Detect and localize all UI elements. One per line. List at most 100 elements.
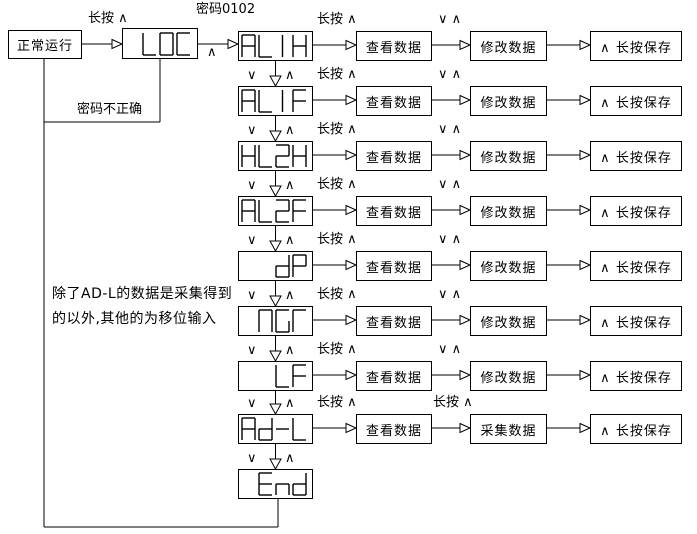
arrowhead-right-icon bbox=[227, 38, 240, 50]
arrow-label-keys: ∨ ∧ bbox=[438, 287, 462, 302]
view-data-box: 查看数据 bbox=[356, 86, 432, 116]
modify-data-box: 修改数据 bbox=[470, 141, 547, 171]
down-key-label: ∨ bbox=[247, 233, 257, 248]
password-label: 密码0102 bbox=[196, 2, 256, 17]
modify-data-box: 修改数据 bbox=[470, 251, 547, 281]
seven-segment-text bbox=[240, 89, 306, 113]
arrow-label-long-press: 长按 ∧ bbox=[317, 232, 357, 247]
seven-segment-text bbox=[257, 309, 306, 333]
arrowhead-right-icon bbox=[345, 204, 358, 216]
note-line-2: 的以外,其他的为移位输入 bbox=[52, 311, 217, 327]
view-data-box: 查看数据 bbox=[356, 414, 432, 444]
collect-data-box: 采集数据 bbox=[470, 414, 547, 444]
arrowhead-right-icon bbox=[579, 149, 592, 161]
up-key-label: ∧ bbox=[285, 233, 295, 248]
arrow-label-keys: ∨ ∧ bbox=[438, 342, 462, 357]
display-node-al2f bbox=[238, 196, 313, 226]
arrowhead-right-icon bbox=[459, 39, 472, 51]
down-key-label: ∨ bbox=[247, 123, 257, 138]
view-data-box: 查看数据 bbox=[356, 306, 432, 336]
up-key-label: ∧ bbox=[285, 68, 295, 83]
arrow-label-long-press: 长按 ∧ bbox=[317, 67, 357, 82]
modify-data-box: 修改数据 bbox=[470, 361, 547, 391]
arrow-label-long-press: 长按 ∧ bbox=[317, 287, 357, 302]
long-press-save-box: ∧ 长按保存 bbox=[590, 361, 682, 391]
up-key-label: ∧ bbox=[285, 451, 295, 466]
long-press-save-box: ∧ 长按保存 bbox=[590, 196, 682, 226]
up-key-label: ∧ bbox=[285, 123, 295, 138]
arrowhead-right-icon bbox=[459, 369, 472, 381]
up-key-label: ∧ bbox=[207, 45, 217, 60]
arrowhead-right-icon bbox=[459, 204, 472, 216]
arrowhead-right-icon bbox=[459, 422, 472, 434]
long-press-save-box: ∧ 长按保存 bbox=[590, 251, 682, 281]
arrowhead-right-icon bbox=[345, 314, 358, 326]
arrowhead-right-icon bbox=[459, 94, 472, 106]
long-press-save-box: ∧ 长按保存 bbox=[590, 141, 682, 171]
display-node-al1f bbox=[238, 86, 313, 116]
seven-segment-text bbox=[274, 254, 307, 278]
modify-data-box: 修改数据 bbox=[470, 31, 547, 61]
down-key-label: ∨ bbox=[247, 396, 257, 411]
down-key-label: ∨ bbox=[247, 451, 257, 466]
arrowhead-right-icon bbox=[579, 259, 592, 271]
arrowhead-down-icon bbox=[269, 75, 282, 88]
arrowhead-right-icon bbox=[579, 314, 592, 326]
wrong-password-label: 密码不正确 bbox=[77, 102, 143, 117]
display-node-ngr bbox=[238, 306, 313, 336]
arrowhead-down-icon bbox=[269, 403, 282, 416]
arrowhead-right-icon bbox=[345, 149, 358, 161]
arrow-label-long-press: 长按 ∧ bbox=[317, 122, 357, 137]
down-key-label: ∨ bbox=[247, 178, 257, 193]
up-key-label: ∧ bbox=[285, 288, 295, 303]
arrowhead-right-icon bbox=[459, 149, 472, 161]
arrow-label-long-press: 长按 ∧ bbox=[317, 12, 357, 27]
down-key-label: ∨ bbox=[247, 68, 257, 83]
long-press-save-box: ∧ 长按保存 bbox=[590, 31, 682, 61]
long-press-save-box: ∧ 长按保存 bbox=[590, 414, 682, 444]
arrow-label-long-press: 长按 ∧ bbox=[317, 395, 357, 410]
arrow-label-keys: ∨ ∧ bbox=[438, 67, 462, 82]
note-line-1: 除了AD-L的数据是采集得到 bbox=[52, 286, 233, 302]
start-node: 正常运行 bbox=[8, 30, 82, 59]
up-key-label: ∧ bbox=[285, 178, 295, 193]
seven-segment-text bbox=[240, 144, 307, 168]
modify-data-box: 修改数据 bbox=[470, 196, 547, 226]
view-data-box: 查看数据 bbox=[356, 31, 432, 61]
display-node-lf bbox=[238, 361, 313, 391]
display-node-dp bbox=[238, 251, 313, 281]
display-node-ad-l bbox=[238, 414, 313, 444]
seven-segment-text bbox=[274, 364, 306, 388]
arrow-label-long-press: 长按 ∧ bbox=[317, 177, 357, 192]
seven-segment-text bbox=[240, 199, 306, 223]
display-node-al1h bbox=[238, 31, 313, 61]
seven-segment-text bbox=[240, 417, 306, 441]
arrowhead-right-icon bbox=[111, 38, 124, 50]
arrowhead-right-icon bbox=[459, 259, 472, 271]
arrowhead-down-icon bbox=[269, 295, 282, 308]
arrowhead-down-icon bbox=[269, 458, 282, 471]
view-data-box: 查看数据 bbox=[356, 196, 432, 226]
modify-data-box: 修改数据 bbox=[470, 86, 547, 116]
arrowhead-right-icon bbox=[579, 369, 592, 381]
long-press-save-box: ∧ 长按保存 bbox=[590, 306, 682, 336]
arrowhead-down-icon bbox=[269, 130, 282, 143]
arrowhead-right-icon bbox=[345, 39, 358, 51]
seven-segment-text bbox=[142, 31, 190, 56]
up-key-label: ∧ bbox=[285, 396, 295, 411]
arrow-label-keys: ∨ ∧ bbox=[438, 232, 462, 247]
arrow-label-long-press: 长按 ∧ bbox=[317, 342, 357, 357]
arrowhead-right-icon bbox=[579, 94, 592, 106]
down-key-label: ∨ bbox=[247, 343, 257, 358]
arrow-label-keys: ∨ ∧ bbox=[438, 122, 462, 137]
seven-segment-text bbox=[257, 472, 307, 496]
arrowhead-right-icon bbox=[345, 422, 358, 434]
display-node-hl2h bbox=[238, 141, 313, 171]
arrowhead-right-icon bbox=[345, 94, 358, 106]
arrowhead-right-icon bbox=[579, 204, 592, 216]
up-key-label: ∧ bbox=[285, 343, 295, 358]
arrowhead-right-icon bbox=[345, 369, 358, 381]
seven-segment-text bbox=[240, 34, 307, 58]
